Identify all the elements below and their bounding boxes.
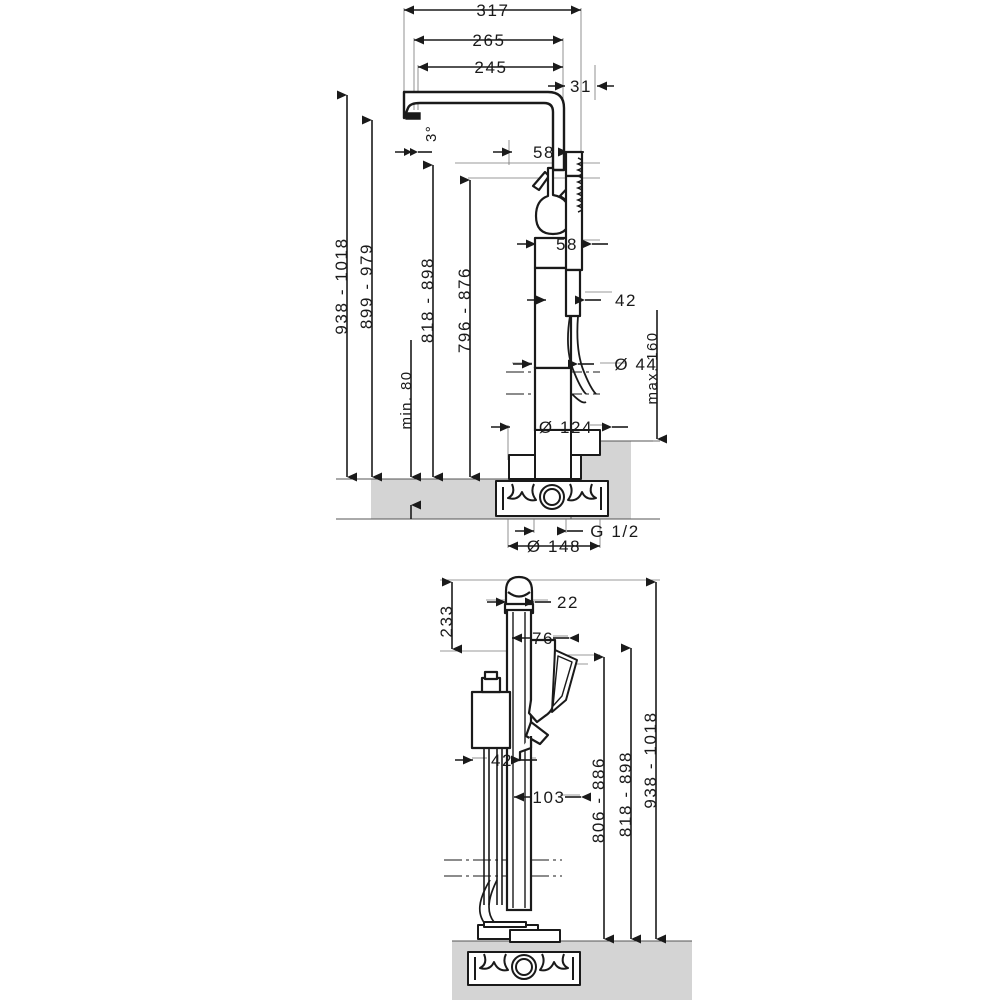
dim-label-58-upper: 58	[533, 143, 555, 162]
dim-label-76: 76	[532, 629, 554, 648]
dim-label-g-half: G 1/2	[590, 522, 640, 541]
dim-22: 22	[487, 593, 579, 612]
dim-58-lower: 58	[517, 235, 608, 254]
dim-label-938-1018: 938 - 1018	[332, 237, 351, 334]
dim-796-876: 796 - 876	[455, 175, 480, 482]
dim-label-42-front: 42	[491, 751, 513, 770]
dim-label-42: 42	[615, 291, 637, 310]
dim-938-1018: 938 - 1018	[332, 90, 357, 482]
dim-label-233: 233	[437, 604, 456, 637]
dim-899-979: 899 - 979	[357, 115, 382, 482]
dim-label-dia-44: Ø 44	[614, 355, 657, 374]
view-side-elevation: 317 265 245 31 938 - 1018 899 - 979 818 …	[332, 1, 667, 556]
dim-42-front: 42	[455, 751, 537, 770]
dim-max-160: max. 160	[644, 310, 667, 444]
hose-coil-detail	[575, 157, 583, 213]
dim-label-796-876: 796 - 876	[455, 267, 474, 353]
dim-label-245: 245	[474, 58, 507, 77]
view-front-elevation: 233 806 - 886 818 - 898 938 - 1018 22 76	[437, 575, 692, 1000]
handle-lever-front	[551, 649, 578, 713]
dim-label-31: 31	[570, 77, 592, 96]
centre-lines-front	[444, 859, 562, 877]
faucet-side-outline	[402, 90, 566, 172]
base-escutcheon-side	[508, 429, 601, 480]
dim-label-899-979: 899 - 979	[357, 243, 376, 329]
dim-245: 245	[418, 58, 563, 77]
dim-label-min-80: min. 80	[398, 371, 415, 430]
dim-938-1018-front: 938 - 1018	[641, 577, 666, 944]
dim-label-dia-124: Ø 124	[539, 418, 593, 437]
dim-g-half: G 1/2	[515, 522, 640, 541]
dim-3-degree: 3°	[395, 125, 440, 156]
faucet-spout-tip	[403, 112, 421, 120]
dim-818-898-front: 818 - 898	[616, 643, 641, 944]
dim-label-103: 103	[532, 788, 565, 807]
dim-label-58-lower: 58	[556, 235, 578, 254]
dim-label-317: 317	[476, 1, 509, 20]
dim-265: 265	[414, 31, 563, 50]
hand-shower-hose	[567, 315, 597, 404]
inner-pipes-front	[483, 748, 503, 905]
dim-label-22: 22	[557, 593, 579, 612]
base-escutcheon-front	[477, 921, 561, 943]
dim-58-upper: 58	[493, 143, 584, 162]
dim-806-886: 806 - 886	[589, 652, 614, 944]
dim-103: 103	[514, 788, 591, 807]
dim-dia-148: Ø 148	[508, 537, 600, 556]
dim-label-265: 265	[472, 31, 505, 50]
dim-233: 233	[437, 577, 462, 654]
dim-label-806-886: 806 - 886	[589, 757, 608, 843]
rough-in-body-side	[495, 480, 609, 517]
valve-body-side	[531, 150, 584, 370]
dim-317: 317	[404, 1, 581, 20]
dim-label-818-898-front: 818 - 898	[616, 751, 635, 837]
dim-label-max-160: max. 160	[644, 332, 661, 405]
dim-42: 42	[527, 291, 637, 310]
rough-in-body-front	[467, 951, 581, 986]
dim-label-938-1018-front: 938 - 1018	[641, 711, 660, 808]
dim-818-898: 818 - 898	[418, 160, 443, 482]
dim-31: 31	[548, 77, 614, 96]
dim-dia-124: Ø 124	[491, 418, 628, 437]
dim-label-dia-148: Ø 148	[527, 537, 581, 556]
dim-label-3-degree: 3°	[423, 125, 440, 142]
dim-label-818-898: 818 - 898	[418, 257, 437, 343]
dim-76: 76	[512, 629, 579, 648]
dim-min-80: min. 80	[398, 340, 421, 519]
diverter-block-front	[470, 670, 512, 750]
dim-dia-44: Ø 44	[513, 355, 657, 374]
shower-holder-front	[503, 575, 535, 615]
